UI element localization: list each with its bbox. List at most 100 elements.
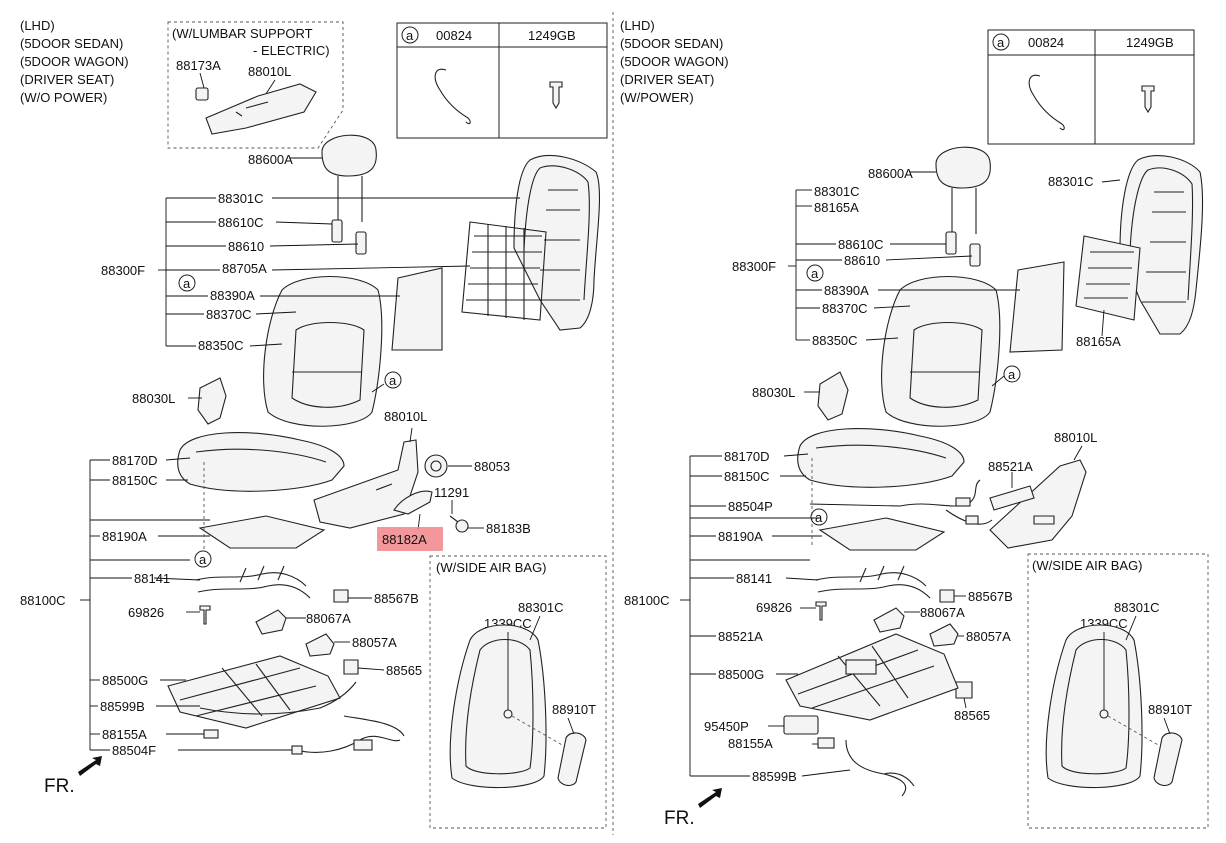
part-label: 88170D: [112, 453, 158, 468]
fastener-table: a 00824 1249GB: [396, 22, 608, 139]
part-label: 88500G: [718, 667, 764, 682]
lumbar-support-box: (W/LUMBAR SUPPORT - ELECTRIC) 88173A 880…: [167, 21, 344, 149]
group-88100C-leaders: [80, 457, 292, 751]
part-label: 88910T: [552, 702, 596, 717]
power-seat-track-88500G-part: [785, 633, 959, 721]
switch-88521A-part: [989, 485, 1035, 511]
sensor-88155A-part: [817, 737, 835, 749]
right-part-labels: 88600A 88301C 88301C 88165A 88610C 88300…: [624, 166, 1121, 784]
header-line: (W/O POWER): [20, 90, 107, 105]
part-label: 88301C: [1048, 174, 1094, 189]
part-label: 88565: [386, 663, 422, 678]
screw-11291-part: [449, 515, 459, 523]
circle-ref-a: a: [815, 510, 823, 525]
bracket-88565-part: [343, 659, 359, 675]
bracket-88057A-part: [305, 633, 335, 657]
hog-ring-icon: [434, 68, 471, 125]
module-95450P-part: [783, 715, 819, 735]
wire-88599B-part: [199, 681, 357, 715]
part-label: 88170D: [724, 449, 770, 464]
part-label: 88599B: [100, 699, 145, 714]
part-label: 88521A: [988, 459, 1033, 474]
right-panel: (LHD) (5DOOR SEDAN) (5DOOR WAGON) (DRIVE…: [620, 18, 1209, 829]
front-label: FR.: [664, 808, 695, 829]
header-line: (5DOOR SEDAN): [620, 36, 723, 51]
part-label-88173A: 88173A: [176, 58, 221, 73]
table-circle-a: a: [406, 28, 414, 43]
seat-cushion-part: [797, 428, 965, 488]
seat-back-pad-part: [391, 267, 443, 351]
part-label: 88150C: [724, 469, 770, 484]
front-arrow-icon: [78, 756, 102, 776]
fastener-table: a 00824 1249GB: [987, 29, 1195, 145]
part-label: 88567B: [374, 591, 419, 606]
part-label: 88390A: [210, 288, 255, 303]
part-label: 88030L: [132, 391, 175, 406]
bracket-88057A-part: [929, 623, 959, 647]
cap-88183B-part: [455, 519, 469, 533]
part-label: 88067A: [306, 611, 351, 626]
hog-ring-icon: [1028, 74, 1065, 131]
seat-back-frame-part: [1119, 155, 1204, 335]
seat-back-pad-part: [1009, 261, 1065, 353]
part-label: 88190A: [102, 529, 147, 544]
side-airbag-box-left: (W/SIDE AIR BAG) 88301C 1339CC 88910T: [429, 555, 607, 829]
part-label: 88910T: [1148, 702, 1192, 717]
seat-back-frame-part: [513, 155, 600, 331]
spring-88141-part: [815, 565, 931, 599]
part-label: 69826: [128, 605, 164, 620]
bracket-88067A-part: [873, 607, 905, 633]
part-label: 88150C: [112, 473, 158, 488]
part-label: 88057A: [352, 635, 397, 650]
group-88100C-leaders: [680, 453, 901, 777]
part-label: 88610: [844, 253, 880, 268]
part-label: 88100C: [20, 593, 66, 608]
headrest-guide-parts: [331, 219, 367, 255]
seat-back-cushion-part: [881, 276, 1001, 427]
header-line: (W/POWER): [620, 90, 694, 105]
part-label: 88155A: [728, 736, 773, 751]
headrest-guide-parts: [945, 231, 981, 267]
side-cover-88010L-part: [989, 459, 1087, 549]
part-label: 88521A: [718, 629, 763, 644]
part-label-88010L: 88010L: [248, 64, 291, 79]
sensor-88155A-part: [203, 729, 219, 739]
lumbar-switch-part: [195, 87, 209, 101]
left-part-labels: 88600A 88301C 88610C 88610 88300F 88705A…: [20, 152, 531, 758]
part-label: 69826: [756, 600, 792, 615]
front-direction-indicator: FR.: [44, 756, 102, 797]
screw-icon: [549, 81, 563, 110]
part-label: 88567B: [968, 589, 1013, 604]
left-panel: (LHD) (5DOOR SEDAN) (5DOOR WAGON) (DRIVE…: [20, 18, 608, 829]
airbag-module-part: [1153, 732, 1183, 787]
part-label: 88155A: [102, 727, 147, 742]
bracket-88030L-part: [817, 371, 849, 421]
seat-track-88500G-part: [167, 655, 341, 729]
part-label: 88504F: [112, 743, 156, 758]
misc-leaders-left: [188, 383, 484, 671]
part-label: 88141: [736, 571, 772, 586]
part-label: 88301C: [1114, 600, 1160, 615]
header-line: (5DOOR WAGON): [620, 54, 729, 69]
part-label: 88370C: [822, 301, 868, 316]
header-line: (LHD): [20, 18, 55, 33]
lumbar-mesh-part: [461, 221, 547, 321]
part-label: 11291: [434, 485, 469, 500]
header-line: (DRIVER SEAT): [620, 72, 714, 87]
circle-ref-a: a: [183, 276, 191, 291]
part-label: 88504P: [728, 499, 773, 514]
header-line: (5DOOR WAGON): [20, 54, 129, 69]
circle-ref-a: a: [811, 266, 819, 281]
seat-cushion-part: [177, 432, 345, 492]
lumbar-box-title: (W/LUMBAR SUPPORT: [172, 26, 313, 41]
part-label: 88030L: [752, 385, 795, 400]
part-label: 88183B: [486, 521, 531, 536]
cushion-pad-88190A-part: [198, 515, 326, 549]
part-label: 88500G: [102, 673, 148, 688]
part-label: 88600A: [868, 166, 913, 181]
part-label: 88610C: [218, 215, 264, 230]
side-airbag-box-right: (W/SIDE AIR BAG) 88301C 1339CC 88910T: [1027, 553, 1209, 829]
recliner-cover-part: [313, 439, 419, 529]
front-label: FR.: [44, 776, 75, 797]
part-label: 88301C: [518, 600, 564, 615]
